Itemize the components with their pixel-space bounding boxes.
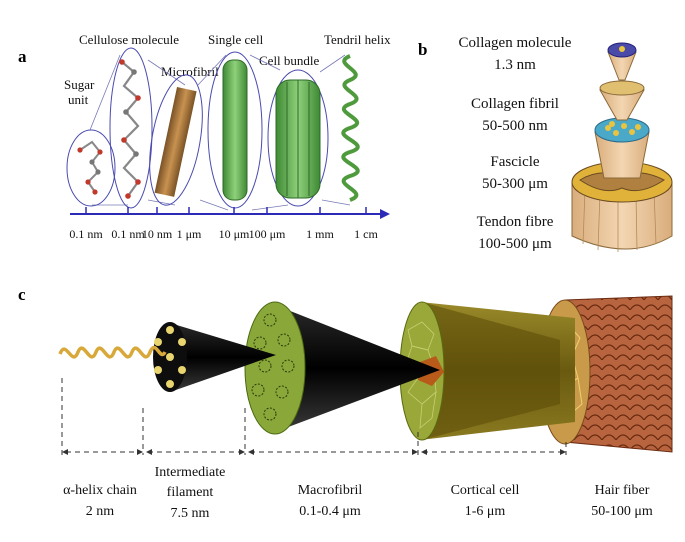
tendril-helix-icon [341,54,360,202]
alpha-helix-icon [58,345,167,359]
panel-a-label: a [18,47,27,66]
sugar-unit-label-line1: Sugar [64,77,95,92]
scale-tick-label: 100 μm [249,227,286,241]
scale-tick-label: 0.1 nm [111,227,145,241]
tendon-hierarchy-illustration [571,42,673,252]
panel-a: a Sugar unit Cellulose molecule Microfib… [18,32,391,241]
macrofibril-label: Macrofibril [298,483,363,498]
intermediate-filament-illustration [153,322,276,392]
alpha-helix-size: 2 nm [86,504,115,519]
hair-fiber-label: Hair fiber [595,483,650,498]
cortical-cell-label: Cortical cell [451,483,520,498]
sugar-unit-label-line2: unit [68,92,89,107]
scale-tick-label: 1 mm [306,227,334,241]
tendril-helix-label: Tendril helix [324,32,391,47]
macrofibril-illustration [244,301,440,435]
scale-axis-arrowhead [380,209,390,219]
cell-bundle-ellipse [267,69,329,207]
microfibril-rod-icon [154,87,197,197]
tendon-fibre-size: 100-500 μm [478,236,552,252]
microfibril-label: Microfibril [161,64,219,79]
scale-tick-label: 1 cm [354,227,378,241]
scale-arrowheads [62,449,566,455]
cellulose-molecule-label: Cellulose molecule [79,32,179,47]
scale-tick-label: 0.1 nm [69,227,103,241]
collagen-molecule-label: Collagen molecule [459,35,572,51]
cell-bundle-label: Cell bundle [259,53,320,68]
scale-tick-label: 10 μm [219,227,250,241]
collagen-fibril-size: 50-500 nm [482,118,548,134]
intermediate-filament-label-line1: Intermediate [155,465,226,480]
cortical-cell-size: 1-6 μm [465,504,506,519]
scale-tick-label: 1 μm [177,227,202,241]
sugar-unit-ellipse [66,129,116,207]
single-cell-ellipse [207,51,263,209]
macrofibril-size: 0.1-0.4 μm [299,504,361,519]
hair-fiber-size: 50-100 μm [591,504,653,519]
scale-tick-label: 10 nm [142,227,173,241]
panel-c-label: c [18,285,26,304]
panel-b-label: b [418,40,427,59]
panel-c: c [18,285,673,521]
cellulose-molecule-ellipse [109,47,153,209]
cellulose-chain-icon [119,59,141,199]
collagen-fibril-label: Collagen fibril [471,96,559,112]
sugar-molecule-icon [77,140,103,195]
fascicle-label: Fascicle [490,154,539,170]
single-cell-tube-icon [222,59,248,201]
single-cell-label: Single cell [208,32,264,47]
panel-b: b Collagen molecule 1.3 nm Collagen fibr… [418,35,673,252]
scale-guides [61,378,567,455]
collagen-molecule-size: 1.3 nm [494,57,536,73]
intermediate-filament-label-line2: filament [167,485,214,500]
tendon-fibre-label: Tendon fibre [477,214,554,230]
cell-bundle-icon [275,79,321,199]
fascicle-size: 50-300 μm [482,176,548,192]
microfibril-ellipse [149,74,203,206]
alpha-helix-label: α-helix chain [63,483,137,498]
intermediate-filament-size: 7.5 nm [171,506,210,521]
